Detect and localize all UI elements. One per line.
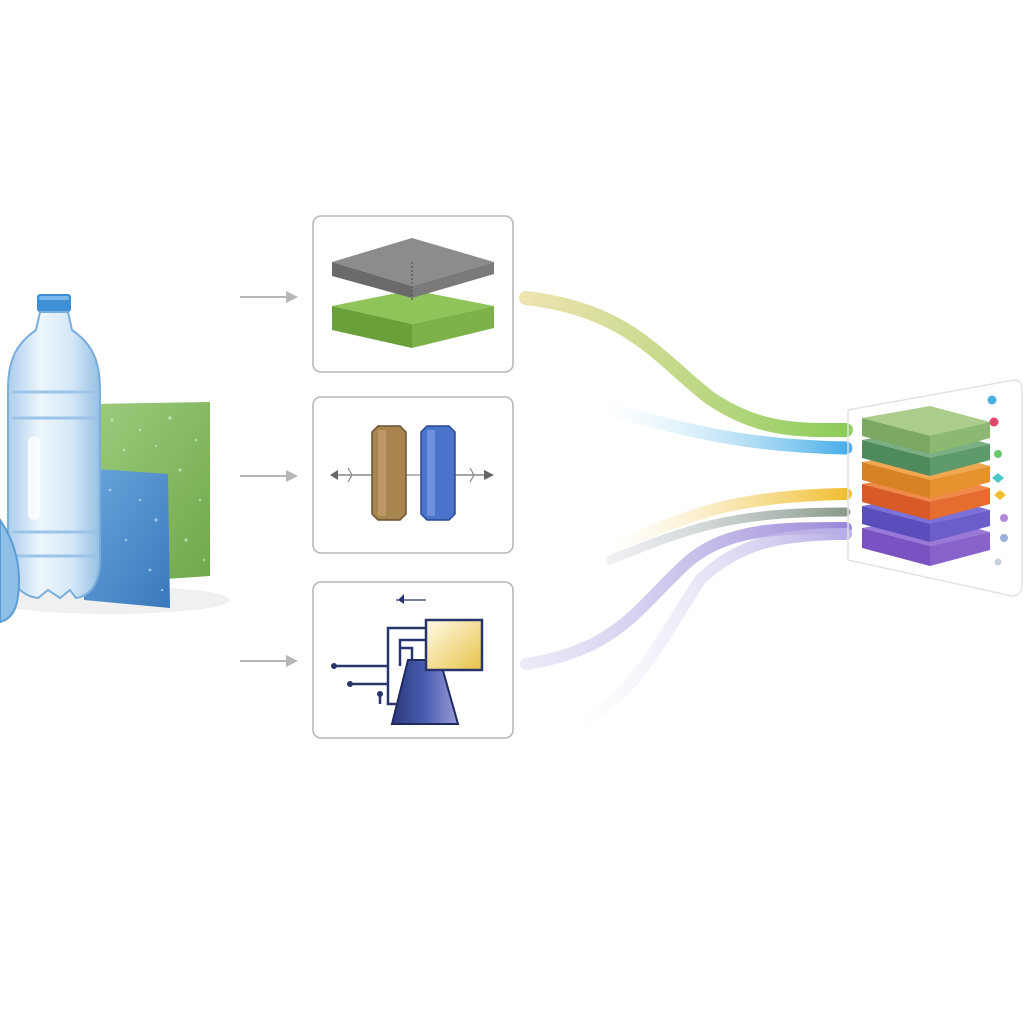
output-layer-stack: [847, 379, 1023, 597]
stage-electrode-pair: [312, 396, 514, 554]
legend-dot: [992, 473, 1004, 483]
legend-dot: [994, 490, 1006, 500]
small-arrow-icon: [396, 594, 426, 604]
input-arrows: [240, 291, 298, 667]
flow-purple: [520, 522, 852, 670]
stage-layer-deposition: [312, 215, 514, 373]
legend-dot: [1000, 534, 1008, 542]
legend-dot: [987, 395, 997, 405]
arrow-right-icon: [240, 470, 298, 482]
flow-purple-light: [574, 528, 852, 728]
layer-stack-icon: [862, 406, 990, 566]
circuit-icon: [331, 618, 484, 725]
output-flows: [519, 291, 853, 728]
stacked-plates-icon: [332, 238, 494, 348]
flow-blue: [593, 401, 853, 455]
legend-dot: [994, 558, 1002, 566]
flow-gray: [605, 507, 851, 565]
legend-dot: [989, 417, 999, 427]
bottle-icon: [7, 294, 101, 600]
electrodes-icon: [330, 425, 494, 521]
legend-dot: [1000, 514, 1008, 522]
bottle-partial-icon: [0, 518, 21, 624]
arrow-right-icon: [240, 655, 298, 667]
arrow-right-icon: [240, 291, 298, 303]
source-materials: [0, 294, 230, 624]
legend-dots: [987, 395, 1008, 566]
stage-circuit-assembly: [312, 581, 514, 739]
flow-green: [519, 291, 853, 438]
flow-yellow: [606, 488, 852, 554]
legend-dot: [994, 450, 1002, 458]
blue-recycled-sheet-icon: [84, 468, 170, 608]
